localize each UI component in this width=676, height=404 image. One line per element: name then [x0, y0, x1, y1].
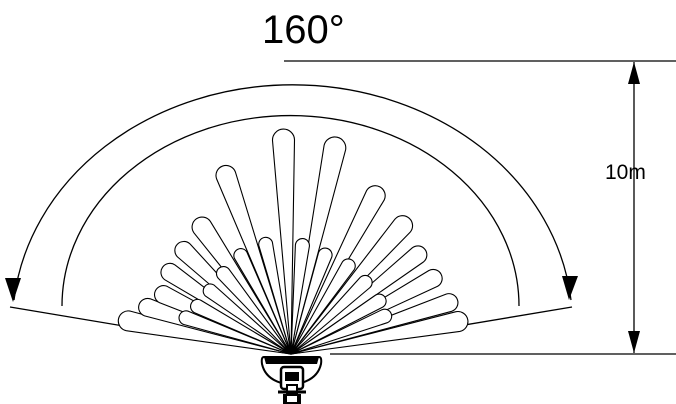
angle-label: 160°	[262, 8, 345, 52]
motion-sensor-icon	[260, 356, 323, 404]
inner-zone-arc	[61, 115, 520, 307]
beam-lobe	[290, 245, 428, 355]
beam-lobe	[290, 136, 347, 355]
arrow-head-icon	[628, 331, 640, 353]
beam-lobe	[202, 283, 292, 355]
beam-lobe	[258, 236, 292, 355]
beam-lobe	[290, 308, 393, 355]
beam-lobe	[290, 274, 373, 355]
beam-lobe	[215, 164, 292, 355]
distance-label: 10m	[605, 161, 646, 184]
arrow-head-icon	[628, 62, 640, 84]
beam-lobe	[290, 247, 333, 355]
beam-lobe	[290, 258, 356, 355]
beam-lobe	[174, 240, 292, 355]
beam-lobe	[178, 310, 292, 355]
beam-lobe	[233, 248, 292, 355]
beam-lobe	[190, 298, 292, 355]
beam-lobe	[290, 238, 310, 355]
beam-lobe	[290, 215, 414, 355]
beam-lobe	[290, 310, 469, 355]
detection-beams	[117, 128, 469, 355]
beam-lobe	[215, 266, 292, 355]
beam-lobe	[271, 128, 296, 355]
outer-angle-arc	[13, 84, 572, 301]
beam-lobe	[290, 293, 387, 355]
arrow-head-icon	[562, 276, 578, 300]
arrow-head-icon	[5, 278, 21, 302]
